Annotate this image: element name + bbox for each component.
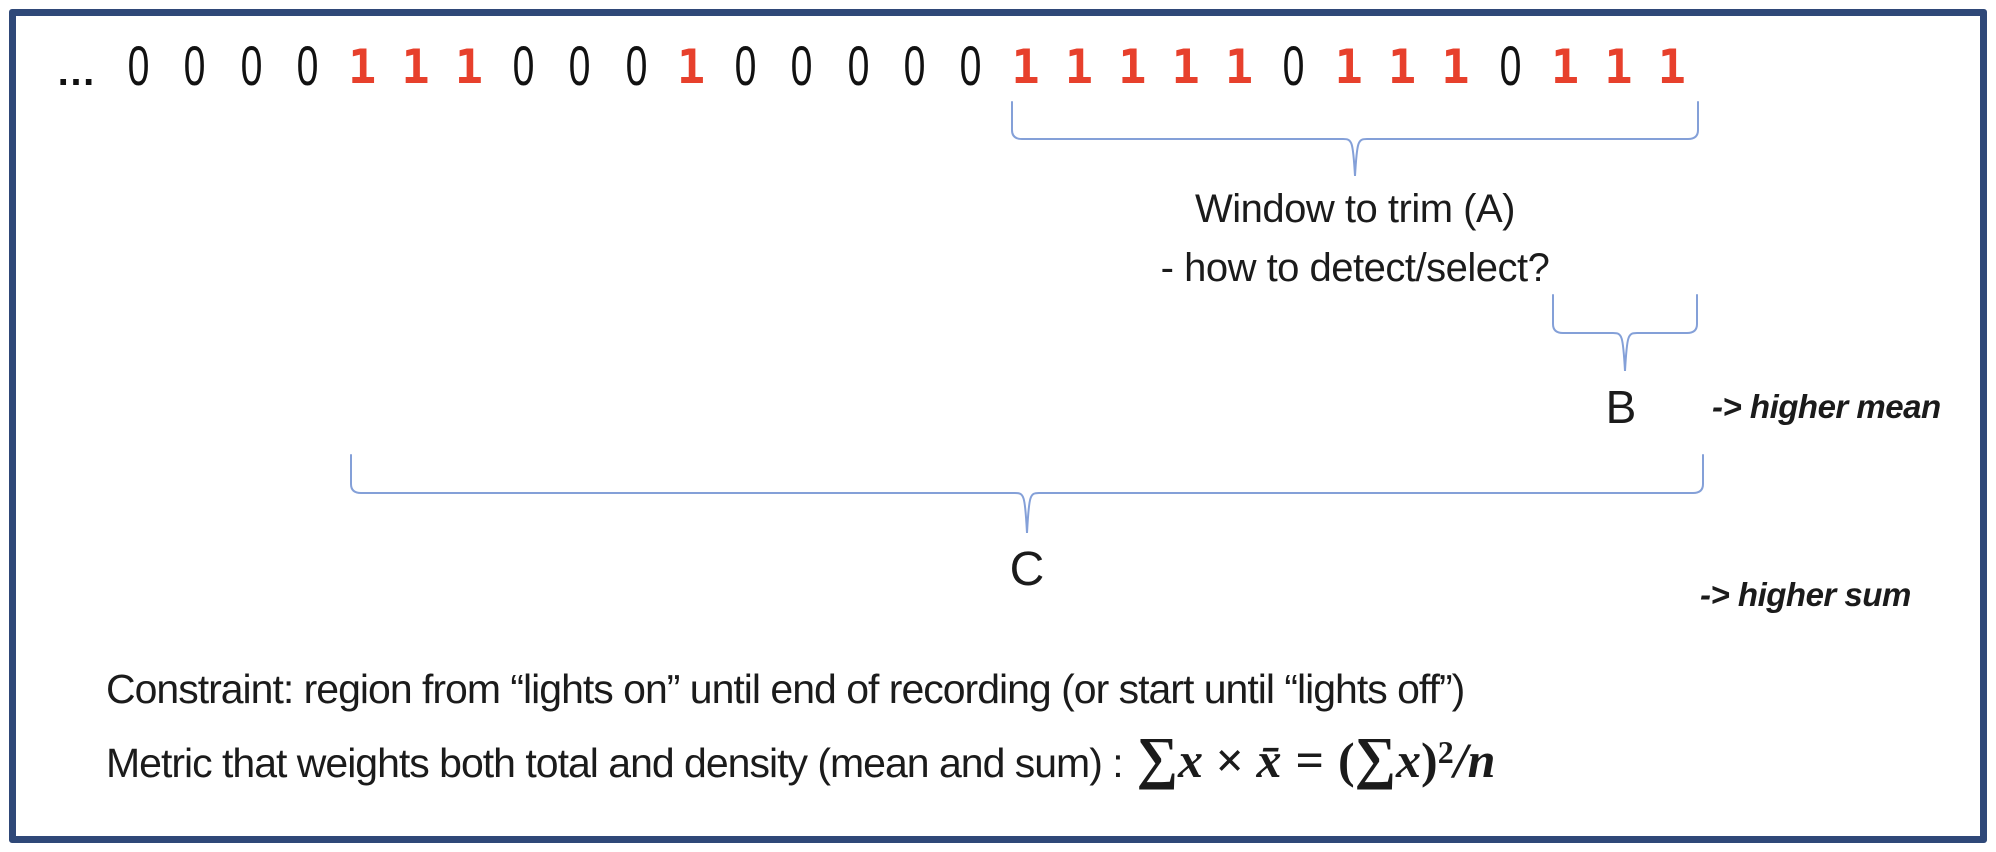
sequence-digit: 1 [1387,40,1417,95]
sequence-digit: 0 [240,34,263,97]
window-a-line2: - how to detect/select? [1160,245,1550,290]
sigma-symbol: ∑ [1354,725,1397,790]
sequence-digit: 1 [1064,40,1094,95]
higher-sum-note: -> higher sum [1700,576,1911,613]
sequence-ellipsis: … [56,50,98,94]
sequence-digit: 1 [401,40,430,95]
left-paren: ( [1338,732,1355,788]
metric-line: Metric that weights both total and densi… [106,724,1495,791]
sequence-digit: 1 [1657,40,1686,95]
sequence-digit: 0 [183,34,206,97]
c-label: C [1009,543,1045,596]
sequence-digit: 1 [676,40,706,95]
window-a-label: Window to trim (A) - how to detect/selec… [1161,180,1550,298]
sequence-digit: 0 [512,34,535,97]
formula-over-n: /n [1453,732,1496,788]
sequence-digit: 0 [127,34,150,97]
sequence-digit: 0 [1282,34,1305,97]
sequence-digit: 1 [1118,40,1147,95]
higher-mean-note: -> higher mean [1712,388,1941,425]
sigma-symbol: ∑ [1136,725,1179,790]
sequence-digit: 0 [734,34,757,97]
sequence-digit: 1 [1011,40,1040,95]
right-paren: ) [1421,732,1438,788]
sequence-digit: 0 [847,34,870,97]
b-label: B [1605,381,1637,433]
metric-formula: ∑x × x̄=(∑x)2/n [1137,724,1496,791]
sequence-digit: 1 [348,40,377,95]
sequence-digit: 0 [959,34,982,97]
sequence-digit: 1 [1441,40,1470,95]
sequence-digit: 0 [296,34,319,97]
sequence-digit: 0 [569,34,591,97]
constraint-text: Constraint: region from “lights on” unti… [106,666,1465,712]
sequence-digit: 1 [1171,40,1200,95]
sequence-digit: 0 [903,34,926,97]
metric-text: Metric that weights both total and densi… [106,740,1124,786]
sequence-digit: 1 [1224,40,1254,95]
sequence-digit: 1 [1604,40,1633,95]
formula-xbar: x̄ [1256,732,1282,788]
sequence-digit: 1 [1334,40,1363,95]
sequence-digit: 1 [454,40,484,95]
sequence-digit: 1 [1550,40,1580,95]
outer-frame [9,9,1987,843]
formula-x: x [1178,732,1204,788]
sequence-digit: 0 [791,34,813,97]
times-symbol: × [1215,732,1245,788]
formula-exponent: 2 [1437,734,1454,770]
window-a-line1: Window to trim (A) [1195,187,1515,231]
sequence-digit: 0 [1499,34,1522,97]
equals-symbol: = [1295,732,1325,788]
sequence-digit: 0 [625,34,648,97]
formula-x: x [1396,732,1422,788]
